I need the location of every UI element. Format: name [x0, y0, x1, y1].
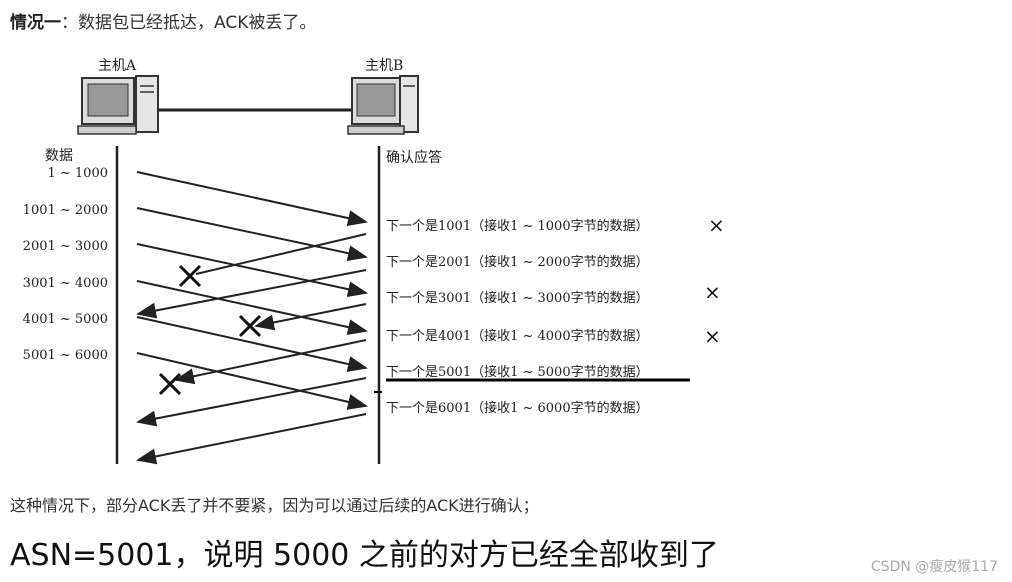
segment-label: 1001 ~ 2000 [23, 203, 108, 218]
ack-label: 下一个是6001（接收1 ~ 6000字节的数据） [386, 400, 649, 416]
lost-cross-icon [178, 264, 202, 288]
computer-b-icon [347, 75, 419, 135]
data-header: 数据 [45, 148, 73, 164]
tcp-ack-diagram: 主机A 主机B 数据 确认应答 1 ~ 1000 1001 ~ 20 [0, 50, 760, 470]
ack-header: 确认应答 [386, 149, 442, 166]
ack-lost-mark: × [704, 280, 721, 304]
ack-arrow [136, 377, 367, 427]
lost-cross-icon [238, 314, 262, 338]
page-title: 情况一：数据包已经抵达，ACK被丢了。 [10, 8, 316, 33]
ack-arrow [136, 269, 367, 319]
host-b-label: 主机B [365, 58, 403, 74]
data-arrow [136, 171, 368, 226]
segment-label: 1 ~ 1000 [47, 166, 108, 181]
ack-label: 下一个是4001（接收1 ~ 4000字节的数据） [386, 328, 649, 344]
title-bold: 情况一 [10, 13, 61, 33]
segment-label: 3001 ~ 4000 [23, 276, 108, 291]
ack-arrow-lost [195, 233, 367, 275]
ack-arrow-lost [174, 339, 367, 385]
data-arrow [136, 316, 368, 372]
data-arrow [136, 352, 368, 410]
title-rest: ：数据包已经抵达，ACK被丢了。 [61, 13, 317, 33]
csdn-watermark: CSDN @瘦皮猴117 [870, 559, 998, 575]
host-a-label: 主机A [98, 58, 137, 74]
data-arrow [136, 243, 368, 298]
segment-label: 5001 ~ 6000 [23, 348, 108, 363]
ack-arrow-lost [254, 303, 367, 331]
segment-label: 2001 ~ 3000 [23, 239, 108, 254]
data-arrow [136, 280, 368, 335]
ack-arrow [136, 413, 367, 465]
ack-label: 下一个是1001（接收1 ~ 1000字节的数据） [386, 218, 649, 234]
ack-label: 下一个是3001（接收1 ~ 3000字节的数据） [386, 290, 649, 306]
ack-label: 下一个是2001（接收1 ~ 2000字节的数据） [386, 254, 649, 270]
segment-label: 4001 ~ 5000 [23, 312, 108, 327]
ack-label: 下一个是5001（接收1 ~ 5000字节的数据） [386, 364, 649, 380]
data-arrow [136, 207, 368, 262]
computer-a-icon [77, 75, 159, 135]
ack-lost-mark: × [708, 213, 725, 237]
conclusion-note: ASN=5001，说明 5000 之前的对方已经全部收到了 [10, 538, 719, 573]
explanation-note: 这种情况下，部分ACK丢了并不要紧，因为可以通过后续的ACK进行确认； [10, 496, 539, 515]
ack-lost-mark: × [704, 324, 721, 348]
lost-cross-icon [158, 372, 182, 396]
